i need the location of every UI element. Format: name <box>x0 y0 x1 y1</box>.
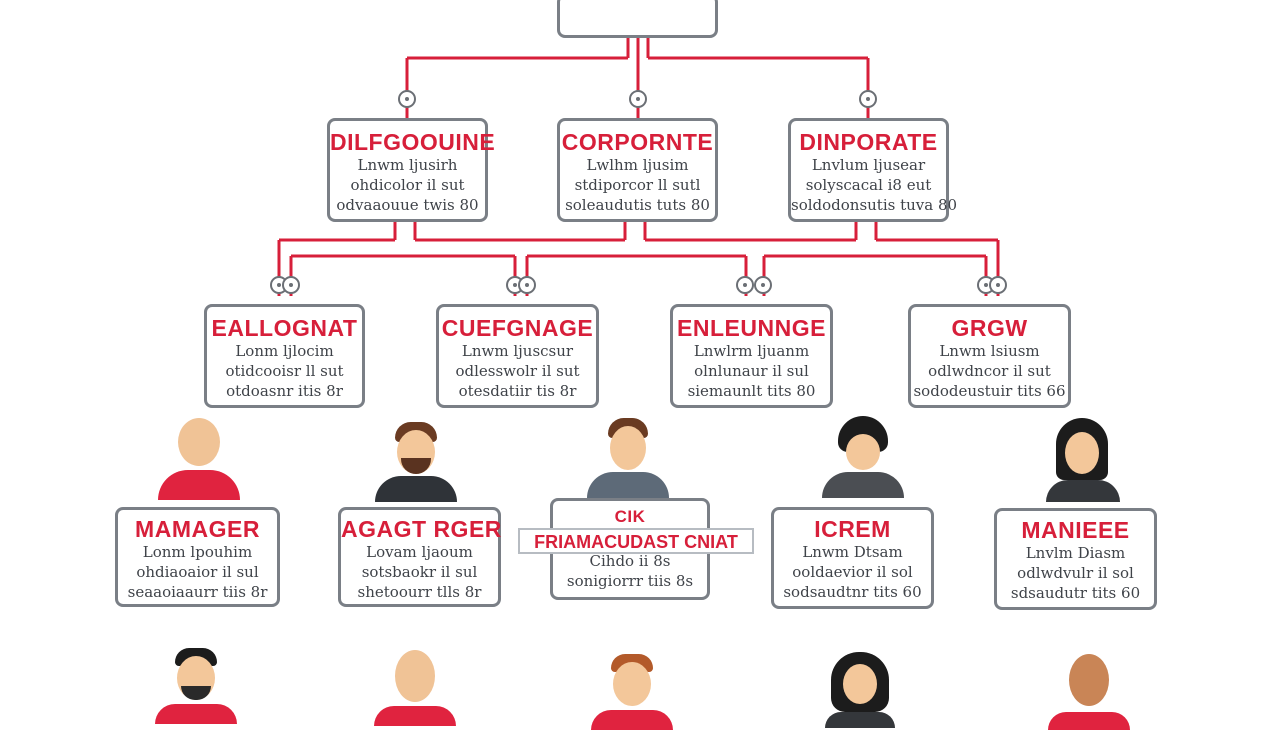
node-line: Lnwlrm ljuanm <box>693 342 810 360</box>
node-line: odlwdncor il sut <box>928 362 1051 380</box>
node-line: Lnwm ljusirh <box>357 156 458 174</box>
person-avatar <box>815 652 905 747</box>
level1-node[interactable]: CORPORNTE Lwlhm ljusim stdiporcor ll sut… <box>557 118 718 222</box>
avatar-head <box>610 426 646 470</box>
person-avatar <box>154 418 244 513</box>
person-avatar <box>583 418 673 513</box>
connector-lines <box>277 0 1000 296</box>
node-line: ooldaevior il sol <box>792 563 913 581</box>
node-line: stdiporcor ll sutl <box>574 176 701 194</box>
avatar-body <box>1048 712 1130 730</box>
node-line: Lwlhm ljusim <box>586 156 689 174</box>
node-title: CUEFGNAGE <box>441 315 594 341</box>
node-line: ohdiaoaior il sul <box>136 563 259 581</box>
node-line: solyscacal i8 eut <box>805 176 932 194</box>
root-node[interactable] <box>557 0 718 38</box>
node-line: Lnvlm Diasm <box>1025 544 1126 562</box>
node-line: Lonm lpouhim <box>142 543 253 561</box>
person-avatar <box>1038 418 1128 513</box>
level1-node[interactable]: DINPORATE Lnvlum ljusear solyscacal i8 e… <box>788 118 958 222</box>
node-title: DILFGOOUINE <box>330 129 496 155</box>
avatar-head <box>1069 654 1109 706</box>
node-line: otesdatiir tis 8r <box>458 382 577 400</box>
node-title: ENLEUNNGE <box>677 315 826 341</box>
node-line: Lnwm lsiusm <box>939 342 1040 360</box>
avatar-head <box>1065 432 1099 474</box>
connector-knob <box>754 276 772 294</box>
avatar-head <box>395 650 435 702</box>
node-line: otidcooisr ll sut <box>225 362 344 380</box>
node-title: CORPORNTE <box>561 129 714 155</box>
node-line: Lnwm ljuscsur <box>461 342 574 360</box>
avatar-head <box>846 434 880 470</box>
node-title: DINPORATE <box>799 129 938 155</box>
node-line: sododeustuir tits 66 <box>913 382 1066 400</box>
level3-node[interactable]: AGAGT RGER Lovam ljaoum sotsbaokr il sul… <box>338 507 501 607</box>
node-line: odlwdvulr il sol <box>1017 564 1134 582</box>
node-line: Lonm ljlocim <box>235 342 334 360</box>
level2-node[interactable]: CUEFGNAGE Lnwm ljuscsur odlesswolr il su… <box>436 304 599 408</box>
connector-knob <box>398 90 416 108</box>
person-avatar <box>151 648 241 743</box>
avatar-body <box>375 476 457 502</box>
node-line: soldodonsutis tuva 80 <box>791 196 958 214</box>
node-title: EALLOGNAT <box>211 315 358 341</box>
node-line: sonigiorrr tiis 8s <box>566 572 694 590</box>
node-line: Lnvlum ljusear <box>811 156 926 174</box>
person-avatar <box>1044 654 1134 749</box>
level2-node[interactable]: ENLEUNNGE Lnwlrm ljuanm olnlunaur il sul… <box>670 304 833 408</box>
person-avatar <box>371 422 461 517</box>
node-line: sotsbaokr il sul <box>361 563 478 581</box>
node-line: ohdicolor il sut <box>350 176 465 194</box>
node-line: siemaunlt tits 80 <box>687 382 816 400</box>
avatar-body <box>158 470 240 500</box>
node-title: MANIEEE <box>1021 517 1130 543</box>
connector-knob <box>629 90 647 108</box>
level3-node[interactable]: ICREM Lnwm Dtsam ooldaevior il sol sodsa… <box>771 507 934 609</box>
level3-node[interactable]: MAMAGER Lonm lpouhim ohdiaoaior il sul s… <box>115 507 280 607</box>
connector-knob <box>736 276 754 294</box>
avatar-body <box>591 710 673 730</box>
node-title: ICREM <box>814 516 891 542</box>
person-avatar <box>818 416 908 511</box>
node-line: Lovam ljaoum <box>366 543 473 561</box>
avatar-body <box>1046 480 1120 502</box>
level2-node[interactable]: GRGW Lnwm lsiusm odlwdncor il sut sodode… <box>908 304 1071 408</box>
node-line: odlesswolr il sut <box>455 362 580 380</box>
node-line: odvaaouue twis 80 <box>336 196 479 214</box>
person-avatar <box>587 654 677 749</box>
level1-node[interactable]: DILFGOOUINE Lnwm ljusirh ohdicolor il su… <box>327 118 496 222</box>
node-line: soleaudutis tuts 80 <box>565 196 710 214</box>
node-line: Cihdo ii 8s <box>589 552 671 570</box>
avatar-head <box>843 664 877 704</box>
node-title: MAMAGER <box>135 516 260 542</box>
node-line: seaaoiaaurr tiis 8r <box>127 583 268 601</box>
avatar-body <box>822 472 904 498</box>
node-line: sodsaudtnr tits 60 <box>783 583 922 601</box>
node-title: CIK <box>614 507 646 526</box>
connector-knob <box>518 276 536 294</box>
node-line: Lnwm Dtsam <box>802 543 903 561</box>
avatar-head <box>178 418 220 466</box>
avatar-beard <box>401 458 431 474</box>
avatar-body <box>587 472 669 498</box>
overlay-banner: FRIAMACUDAST CNIAT <box>518 528 754 554</box>
node-title: AGAGT RGER <box>341 516 502 542</box>
node-title: GRGW <box>951 315 1028 341</box>
level3-node[interactable]: MANIEEE Lnvlm Diasm odlwdvulr il sol sds… <box>994 508 1157 610</box>
avatar-beard <box>181 686 211 700</box>
node-line: sdsaudutr tits 60 <box>1010 584 1141 602</box>
node-line: shetoourr tlls 8r <box>357 583 482 601</box>
avatar-body <box>155 704 237 724</box>
avatar-body <box>374 706 456 726</box>
connector-knob <box>989 276 1007 294</box>
person-avatar <box>370 650 460 745</box>
node-line: otdoasnr itis 8r <box>226 382 343 400</box>
node-line: olnlunaur il sul <box>694 362 809 380</box>
avatar-body <box>825 712 895 728</box>
level2-node[interactable]: EALLOGNAT Lonm ljlocim otidcooisr ll sut… <box>204 304 365 408</box>
connector-knob <box>282 276 300 294</box>
connector-knob <box>859 90 877 108</box>
avatar-head <box>613 662 651 706</box>
